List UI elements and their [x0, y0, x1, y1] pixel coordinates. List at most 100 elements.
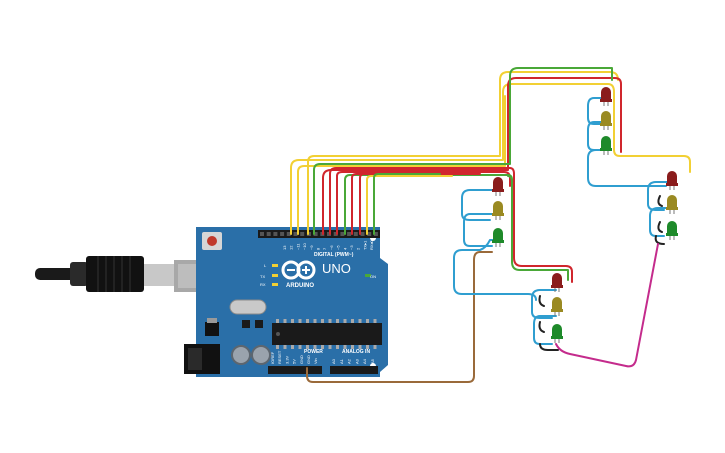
- wire-brown-ground[interactable]: [306, 251, 493, 383]
- pin-label: A3: [354, 358, 359, 364]
- pin-label: A2: [347, 358, 352, 364]
- wire-blue-light4[interactable]: [647, 181, 669, 237]
- traffic-light-4: [666, 171, 678, 240]
- pin-label: ~10: [302, 242, 307, 250]
- wire-green-d[interactable]: [373, 173, 441, 235]
- pin-label: 8: [316, 247, 321, 250]
- pin-label: ~5: [336, 245, 341, 250]
- pin-label: A1: [339, 358, 344, 364]
- wire-red-a[interactable]: [329, 167, 573, 283]
- pin-label: A4: [362, 358, 367, 364]
- board-model: UNO: [322, 261, 351, 276]
- pin-label: Vin: [313, 358, 318, 364]
- header-hole[interactable]: [286, 232, 291, 236]
- header-hole[interactable]: [313, 232, 318, 236]
- crystal: [229, 299, 267, 315]
- wire-yellow-3[interactable]: [307, 71, 619, 235]
- wire-red-c[interactable]: [351, 173, 481, 235]
- wire-magenta[interactable]: [555, 243, 659, 368]
- capacitor-1: [231, 345, 251, 365]
- header-hole[interactable]: [293, 232, 298, 236]
- wire-green-b[interactable]: [507, 175, 513, 245]
- wire-blue-light3-b[interactable]: [587, 149, 667, 187]
- led-yellow[interactable]: [551, 297, 563, 316]
- on-label: ON: [370, 274, 376, 279]
- header-hole[interactable]: [367, 232, 372, 236]
- traffic-light-3: [600, 87, 612, 155]
- arduino-logo: [281, 260, 316, 280]
- board-brand: ARDUINO: [286, 283, 314, 289]
- traffic-light-1: [492, 177, 504, 247]
- led-red[interactable]: [492, 177, 504, 196]
- pin-label: 2: [356, 247, 361, 250]
- traffic-light-2: [551, 273, 563, 343]
- pin-label: 12: [289, 245, 294, 250]
- tx-label: TX: [260, 274, 265, 279]
- led-green[interactable]: [492, 228, 504, 247]
- header-hole[interactable]: [373, 232, 378, 236]
- header-hole[interactable]: [266, 232, 271, 236]
- led-yellow[interactable]: [492, 201, 504, 220]
- wire-blue-light1-b[interactable]: [453, 239, 537, 301]
- header-hole[interactable]: [260, 232, 264, 236]
- wire-yellow-d[interactable]: [366, 175, 453, 235]
- pin-label: ~3: [349, 245, 354, 250]
- wire-yellow-2[interactable]: [297, 95, 506, 235]
- pin-label: ~6: [329, 245, 334, 250]
- wire-blue-light2[interactable]: [531, 289, 557, 345]
- pin-label: 13: [282, 245, 287, 250]
- l-label: L: [264, 263, 267, 268]
- header-hole[interactable]: [353, 232, 358, 236]
- led-green[interactable]: [551, 324, 563, 343]
- pin-label: 4: [342, 247, 347, 250]
- header-hole[interactable]: [280, 232, 285, 236]
- pin-label: TX▸1: [362, 240, 367, 250]
- wire-black-light4[interactable]: [654, 195, 665, 245]
- traffic-lights: [492, 87, 678, 343]
- led-green[interactable]: [600, 136, 612, 155]
- digital-header[interactable]: [258, 230, 380, 238]
- header-hole[interactable]: [340, 232, 345, 236]
- capacitor-2: [251, 345, 271, 365]
- header-hole[interactable]: [273, 232, 278, 236]
- arduino-board[interactable]: ARDUINO UNO DIGITAL (PWM~) POWER ANALOG …: [184, 227, 388, 377]
- wire-red-d[interactable]: [359, 173, 461, 235]
- power-jack[interactable]: [184, 344, 220, 374]
- led-yellow[interactable]: [666, 195, 678, 214]
- analog-header-label: ANALOG IN: [342, 349, 370, 355]
- header-hole[interactable]: [360, 232, 365, 236]
- power-header-strip[interactable]: [268, 366, 322, 374]
- digital-header-label: DIGITAL (PWM~): [314, 252, 354, 258]
- pin-label: RX◂0: [369, 239, 374, 250]
- reset-button[interactable]: [202, 232, 222, 250]
- pin-label: GND: [299, 355, 304, 364]
- wire-blue-light3[interactable]: [587, 97, 603, 151]
- led-red[interactable]: [666, 171, 678, 190]
- led-red[interactable]: [551, 273, 563, 292]
- pin-label: GND: [306, 355, 311, 364]
- wires: [290, 67, 691, 383]
- pin-label: 5V: [292, 359, 297, 364]
- led-red[interactable]: [600, 87, 612, 106]
- analog-header-strip[interactable]: [330, 366, 378, 374]
- rx-label: RX: [260, 282, 266, 287]
- wire-red-b[interactable]: [336, 171, 511, 235]
- header-hole[interactable]: [347, 232, 352, 236]
- pin-label: IOREF: [270, 351, 275, 364]
- usb-cable[interactable]: [35, 256, 204, 292]
- wire-yellow-top[interactable]: [290, 83, 691, 235]
- pin-label: 7: [322, 247, 327, 250]
- led-green[interactable]: [666, 221, 678, 240]
- led-yellow[interactable]: [600, 111, 612, 130]
- header-hole[interactable]: [333, 232, 338, 236]
- power-header-label: POWER: [304, 349, 323, 355]
- voltage-regulator: [205, 322, 219, 336]
- pin-label: 3.3V: [284, 355, 289, 364]
- pin-label: A5: [370, 358, 375, 364]
- header-hole[interactable]: [300, 232, 305, 236]
- wire-black-light2[interactable]: [538, 295, 559, 351]
- wire-blue-light1[interactable]: [461, 189, 495, 247]
- wire-green-top[interactable]: [313, 67, 613, 235]
- atmega-chip: [272, 319, 382, 349]
